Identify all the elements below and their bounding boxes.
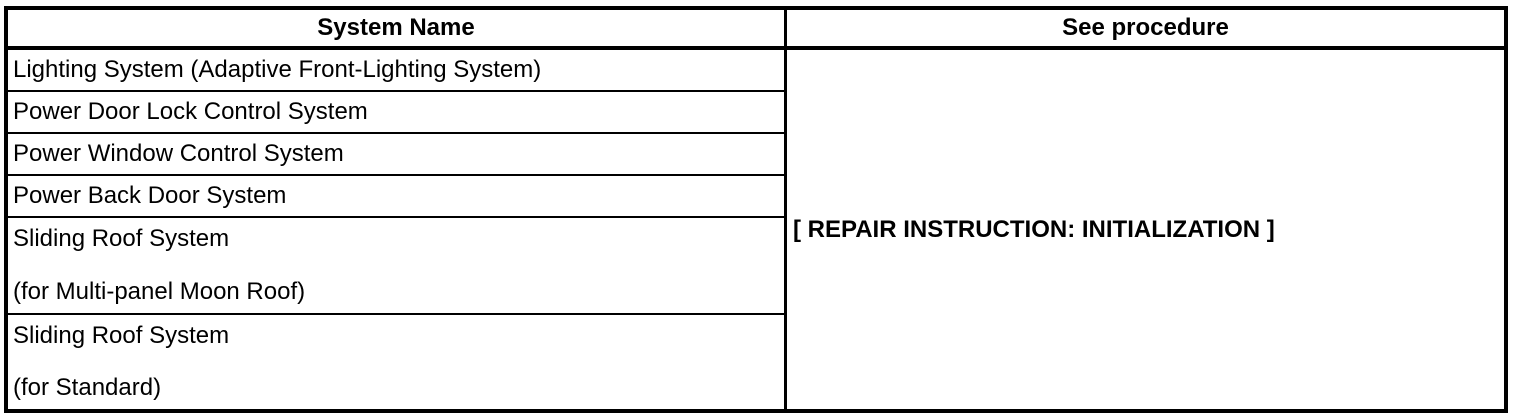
system-variant-line: (for Multi-panel Moon Roof) — [13, 278, 306, 306]
procedure-cell: [ REPAIR INSTRUCTION: INITIALIZATION ] — [793, 215, 1275, 243]
system-name-cell-lighting-system: Lighting System (Adaptive Front-Lighting… — [8, 50, 787, 92]
system-name-line: Sliding Roof System — [13, 322, 230, 349]
column-header-see-procedure: See procedure — [787, 10, 1504, 50]
system-name-cell-power-door-lock: Power Door Lock Control System — [8, 92, 787, 134]
system-name-cell-power-back-door: Power Back Door System — [8, 176, 787, 218]
system-name-cell-sliding-roof-standard: Sliding Roof System (for Standard) — [8, 315, 787, 409]
procedure-table: System Name See procedure Lighting Syste… — [4, 6, 1508, 413]
system-name-cell-power-window: Power Window Control System — [8, 134, 787, 176]
system-name-line: Sliding Roof System — [13, 225, 230, 252]
system-name-cell-sliding-roof-moon: Sliding Roof System (for Multi-panel Moo… — [8, 218, 787, 315]
column-header-system-name: System Name — [8, 10, 787, 50]
system-variant-line: (for Standard) — [13, 374, 162, 402]
